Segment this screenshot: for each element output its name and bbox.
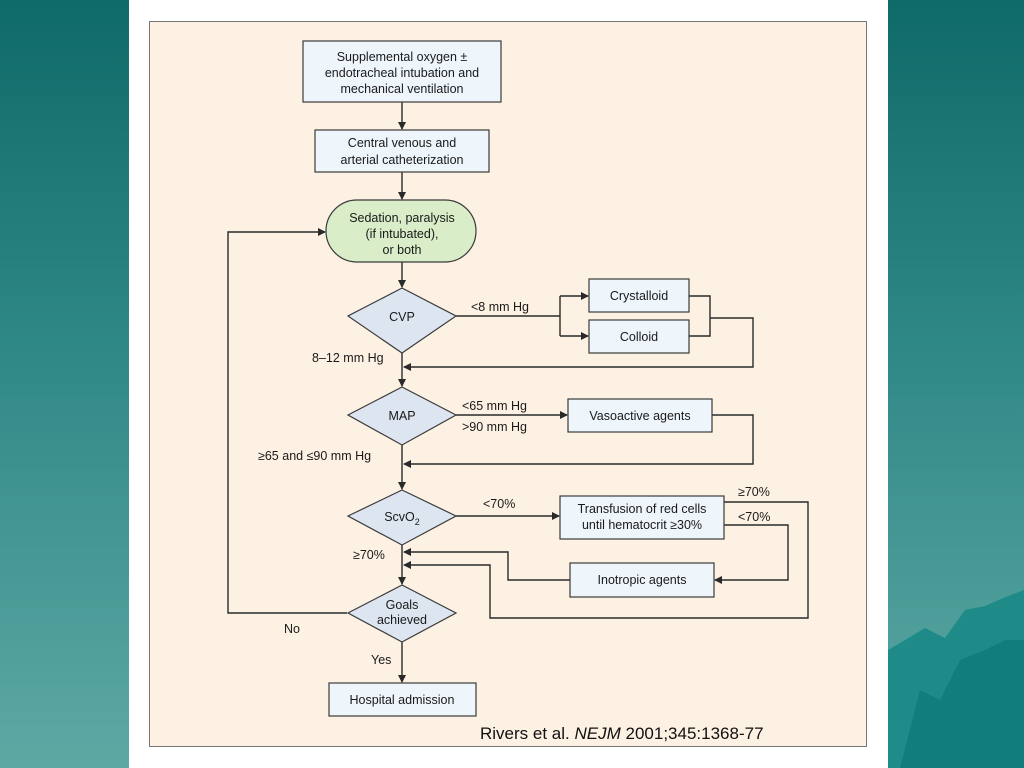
node-transfusion-line2: until hematocrit ≥30% [582, 518, 702, 532]
label-cvp-low: <8 mm Hg [471, 300, 529, 314]
label-yes: Yes [371, 653, 391, 667]
node-cvp-diamond: CVP [346, 287, 458, 354]
node-sedation-line3: or both [383, 243, 422, 257]
citation: Rivers et al. NEJM 2001;345:1368-77 [480, 724, 860, 744]
node-catheter-line2: arterial catheterization [341, 153, 464, 167]
node-catheter-line1: Central venous and [348, 136, 456, 150]
arrow-vasoactive-return [403, 414, 754, 468]
node-scvo2-diamond: ScvO2 [346, 489, 458, 546]
node-oxygen: Supplemental oxygen ± endotracheal intub… [302, 40, 502, 103]
node-crystalloid-label: Crystalloid [610, 289, 668, 303]
node-colloid-label: Colloid [620, 330, 658, 344]
node-scvo2-label: ScvO2 [384, 510, 420, 527]
node-vasoactive-label: Vasoactive agents [589, 409, 690, 423]
label-no: No [284, 622, 300, 636]
arrow-goals-no-loop [227, 228, 347, 614]
node-sedation-line1: Sedation, paralysis [349, 211, 455, 225]
node-goals-line1: Goals [386, 598, 419, 612]
node-oxygen-line3: mechanical ventilation [341, 82, 464, 96]
node-inotropic-label: Inotropic agents [598, 573, 687, 587]
arrow-inotropic-return [403, 548, 570, 581]
node-oxygen-line2: endotracheal intubation and [325, 66, 479, 80]
node-cvp-label: CVP [389, 310, 415, 324]
label-cvp-ok: 8–12 mm Hg [312, 351, 384, 365]
node-goals-diamond: Goals achieved [346, 584, 458, 643]
edge-labels: <8 mm Hg 8–12 mm Hg <65 mm Hg >90 mm Hg … [258, 300, 770, 667]
line-fluid-merge [689, 295, 711, 337]
flowchart-figure: Supplemental oxygen ± endotracheal intub… [149, 21, 867, 747]
node-hospital-admission: Hospital admission [328, 682, 477, 717]
node-transfusion-line1: Transfusion of red cells [578, 502, 707, 516]
label-scv-ok: ≥70% [353, 548, 385, 562]
connectors [227, 102, 809, 683]
label-map-low: <65 mm Hg [462, 399, 527, 413]
citation-reference: 2001;345:1368-77 [625, 724, 764, 743]
arrow-fluid-return [403, 317, 754, 371]
label-transfusion-low: <70% [738, 510, 770, 524]
node-admission-label: Hospital admission [350, 693, 455, 707]
node-scvo2-main: ScvO [384, 510, 415, 524]
label-transfusion-high: ≥70% [738, 485, 770, 499]
node-catheterization: Central venous and arterial catheterizat… [314, 129, 490, 173]
node-map-diamond: MAP [346, 386, 458, 446]
node-vasoactive: Vasoactive agents [567, 398, 713, 433]
node-oxygen-line1: Supplemental oxygen ± [337, 50, 468, 64]
arrow-transfusion-high-return [403, 501, 809, 619]
node-sedation: Sedation, paralysis (if intubated), or b… [325, 199, 477, 263]
arrow-transfusion-to-inotropic [714, 524, 789, 584]
node-inotropic: Inotropic agents [569, 562, 715, 598]
node-scvo2-sub: 2 [415, 517, 420, 527]
node-transfusion: Transfusion of red cells until hematocri… [559, 495, 725, 540]
label-map-ok: ≥65 and ≤90 mm Hg [258, 449, 371, 463]
label-map-high: >90 mm Hg [462, 420, 527, 434]
node-crystalloid: Crystalloid [588, 278, 690, 313]
node-map-label: MAP [388, 409, 415, 423]
citation-journal: NEJM [574, 724, 621, 743]
node-sedation-line2: (if intubated), [366, 227, 439, 241]
citation-authors: Rivers et al. [480, 724, 570, 743]
node-colloid: Colloid [588, 319, 690, 354]
label-scv-low: <70% [483, 497, 515, 511]
node-goals-line2: achieved [377, 613, 427, 627]
